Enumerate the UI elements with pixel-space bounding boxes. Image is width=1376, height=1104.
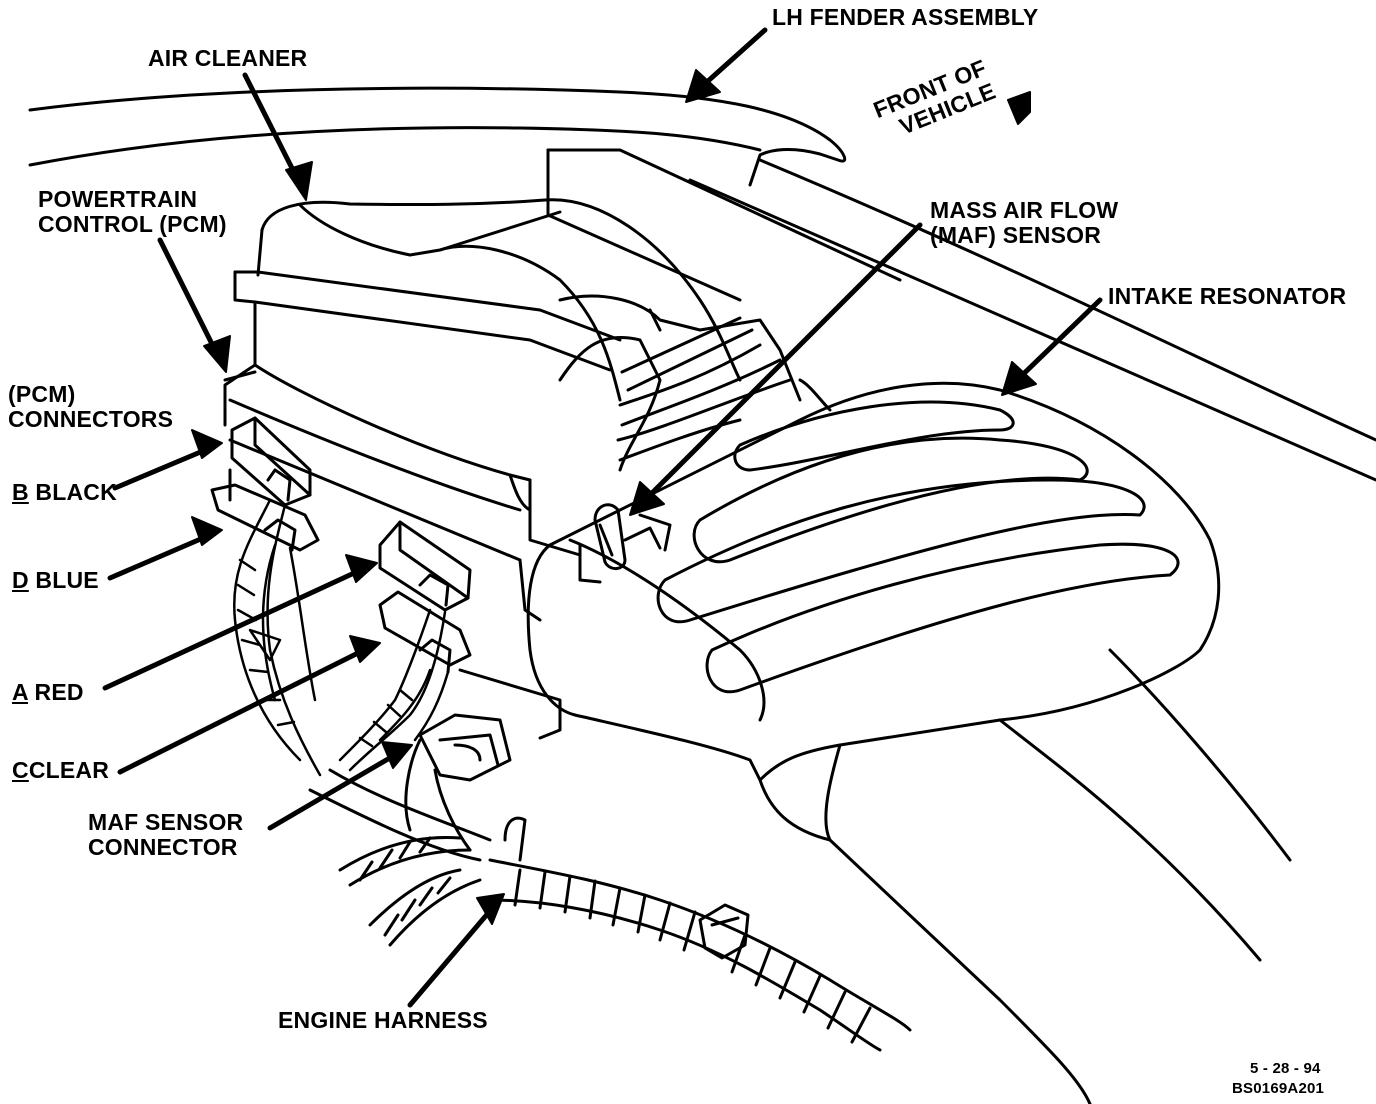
pcm-connector-c (378, 590, 472, 674)
label-air-cleaner: AIR CLEANER (148, 45, 308, 71)
arrow-lh-fender (695, 27, 768, 93)
label-b-text: BLACK (28, 479, 117, 505)
label-maf-connector-line1: MAF SENSOR (88, 809, 244, 835)
label-lh-fender-assembly: LH FENDER ASSEMBLY (772, 4, 1039, 30)
label-date: 5 - 28 - 94 (1250, 1060, 1321, 1077)
label-b-letter: B (12, 479, 29, 505)
label-maf-connector-line2: CONNECTOR (88, 834, 238, 860)
label-b-black: B BLACK (12, 480, 117, 505)
label-pcm-connectors-line2: CONNECTORS (8, 406, 174, 432)
label-pcm-line2: CONTROL (PCM) (38, 211, 227, 237)
inlet-duct (558, 294, 832, 472)
label-c-letter: C (12, 757, 29, 783)
label-a-text: RED (27, 679, 84, 705)
arrow-engine-harness (407, 902, 498, 1008)
intake-resonator (526, 381, 1292, 1104)
arrow-maf-connector (267, 749, 403, 831)
air-cleaner-box (223, 198, 742, 740)
label-a-red: A RED (12, 680, 84, 705)
engine-harness (308, 738, 912, 1052)
arrow-a-red (102, 565, 368, 691)
label-d-text: BLUE (28, 567, 99, 593)
label-d-letter: D (12, 567, 29, 593)
arrow-pcm (157, 237, 223, 363)
arrow-intake-resonator (1009, 297, 1103, 388)
wire-bundles (233, 498, 450, 777)
arrow-d-blue (107, 532, 213, 581)
label-maf-line1: MASS AIR FLOW (930, 197, 1119, 223)
maf-sensor-clip (578, 503, 672, 584)
arrow-c-clear (117, 645, 371, 775)
pcm-connector-b (230, 416, 312, 507)
label-maf-line2: (MAF) SENSOR (930, 222, 1102, 248)
label-c-text: CLEAR (28, 757, 110, 783)
label-intake-resonator: INTAKE RESONATOR (1108, 283, 1347, 309)
label-d-blue: D BLUE (12, 568, 99, 593)
label-c-clear: CCLEAR (12, 758, 109, 783)
maf-sensor-connector (418, 713, 512, 782)
arrow-b-black (112, 445, 213, 491)
pcm-connector-a (378, 520, 472, 612)
pcm-connector-d (210, 483, 320, 552)
rear-housing (546, 148, 902, 302)
label-a-letter: A (12, 679, 28, 705)
label-figure-code: BS0169A201 (1232, 1080, 1325, 1097)
label-engine-harness: ENGINE HARNESS (278, 1007, 488, 1033)
label-pcm-line1: POWERTRAIN (38, 186, 198, 212)
label-pcm-connectors-line1: (PCM) (8, 381, 76, 407)
arrow-maf-sensor (637, 222, 923, 508)
arrow-heads (191, 69, 1037, 925)
